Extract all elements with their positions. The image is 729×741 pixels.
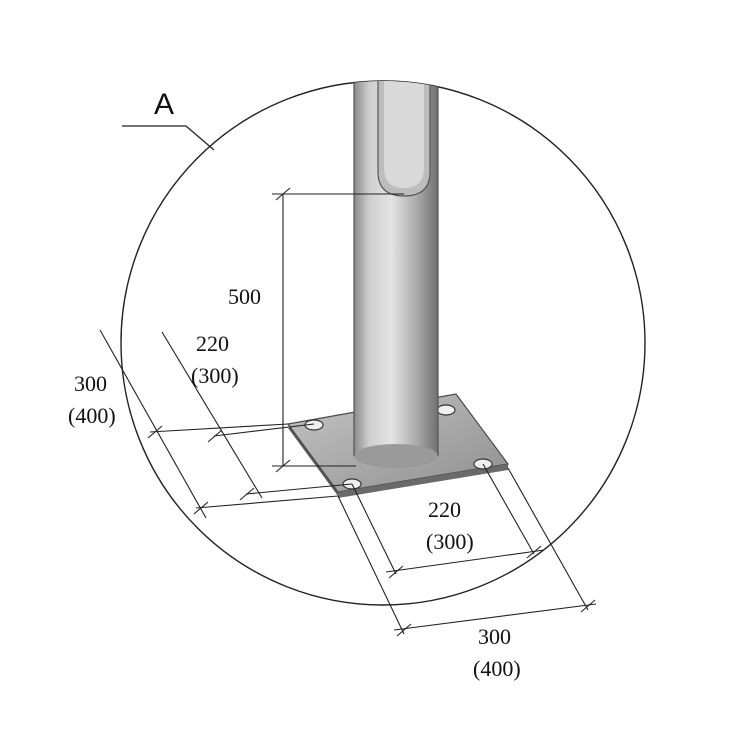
pole (353, 81, 439, 468)
plate-right-label: 300 (478, 624, 511, 649)
callout-letter: A (154, 88, 175, 121)
bolt-spacing-dimension-right (351, 463, 545, 579)
plate-dimension-left (99, 329, 339, 519)
bolt-right-alt-label: (300) (426, 529, 474, 554)
bolt-right-label: 220 (428, 497, 461, 522)
bolt-left-label: 220 (196, 331, 229, 356)
plate-left-alt-label: (400) (68, 403, 116, 428)
callout-leader (122, 125, 215, 151)
plate-left-label: 300 (74, 371, 107, 396)
height-label: 500 (228, 284, 261, 309)
bolt-spacing-dimension-left (161, 331, 353, 501)
plate-dimension-right (337, 467, 597, 637)
bolt-left-alt-label: (300) (191, 363, 239, 388)
plate-right-alt-label: (400) (473, 656, 521, 681)
height-dimension (272, 187, 404, 473)
